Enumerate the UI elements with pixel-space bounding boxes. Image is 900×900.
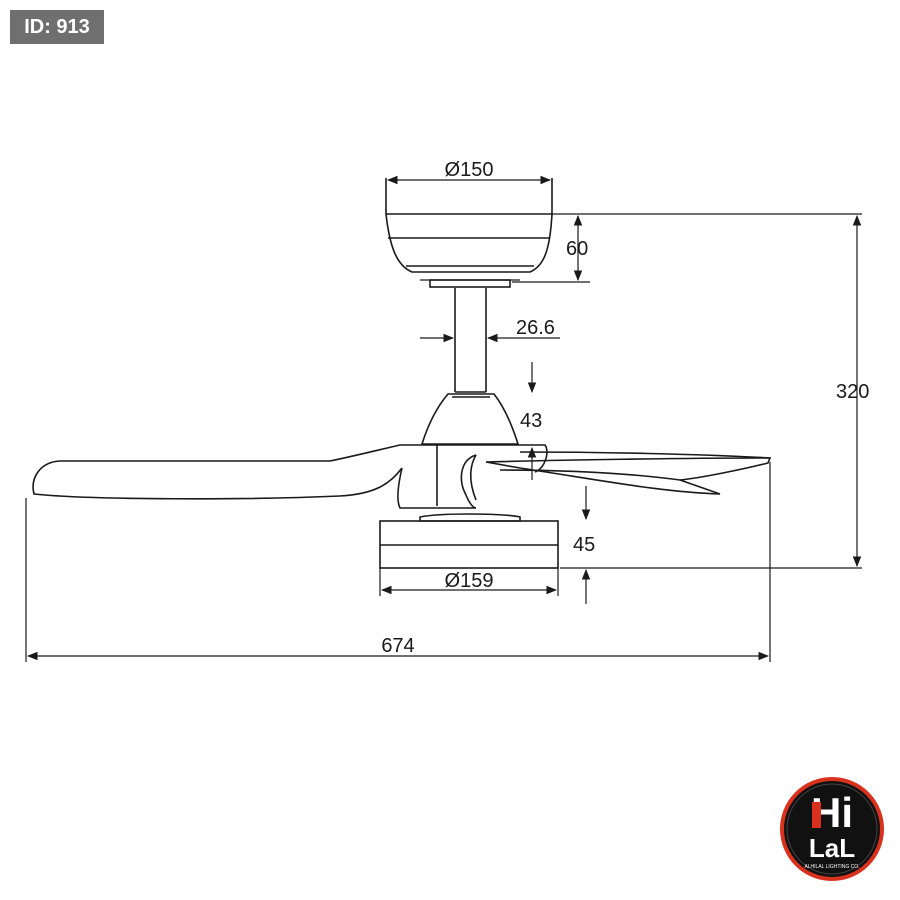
motor-housing xyxy=(420,393,520,445)
downrod xyxy=(454,288,487,393)
dimension-lines xyxy=(25,175,862,662)
light-kit xyxy=(379,513,559,569)
label-motor-cap-height: 43 xyxy=(520,410,542,432)
label-blade-span: 674 xyxy=(381,635,414,657)
label-light-diameter: Ø159 xyxy=(445,570,494,592)
label-light-height: 45 xyxy=(573,534,595,556)
label-total-height: 320 xyxy=(836,381,869,403)
label-canopy-diameter: Ø150 xyxy=(445,159,494,181)
label-canopy-height: 60 xyxy=(566,238,588,260)
id-badge: ID: 913 xyxy=(10,10,104,44)
blades xyxy=(32,444,772,509)
label-downrod-diameter: 26.6 xyxy=(516,317,555,339)
logo-bottom-text: LaL xyxy=(809,833,855,863)
hilal-logo: Hi LaL ALHILAL LIGHTING CO. xyxy=(780,777,884,881)
canopy xyxy=(385,178,553,288)
logo-tagline: ALHILAL LIGHTING CO. xyxy=(804,864,859,870)
